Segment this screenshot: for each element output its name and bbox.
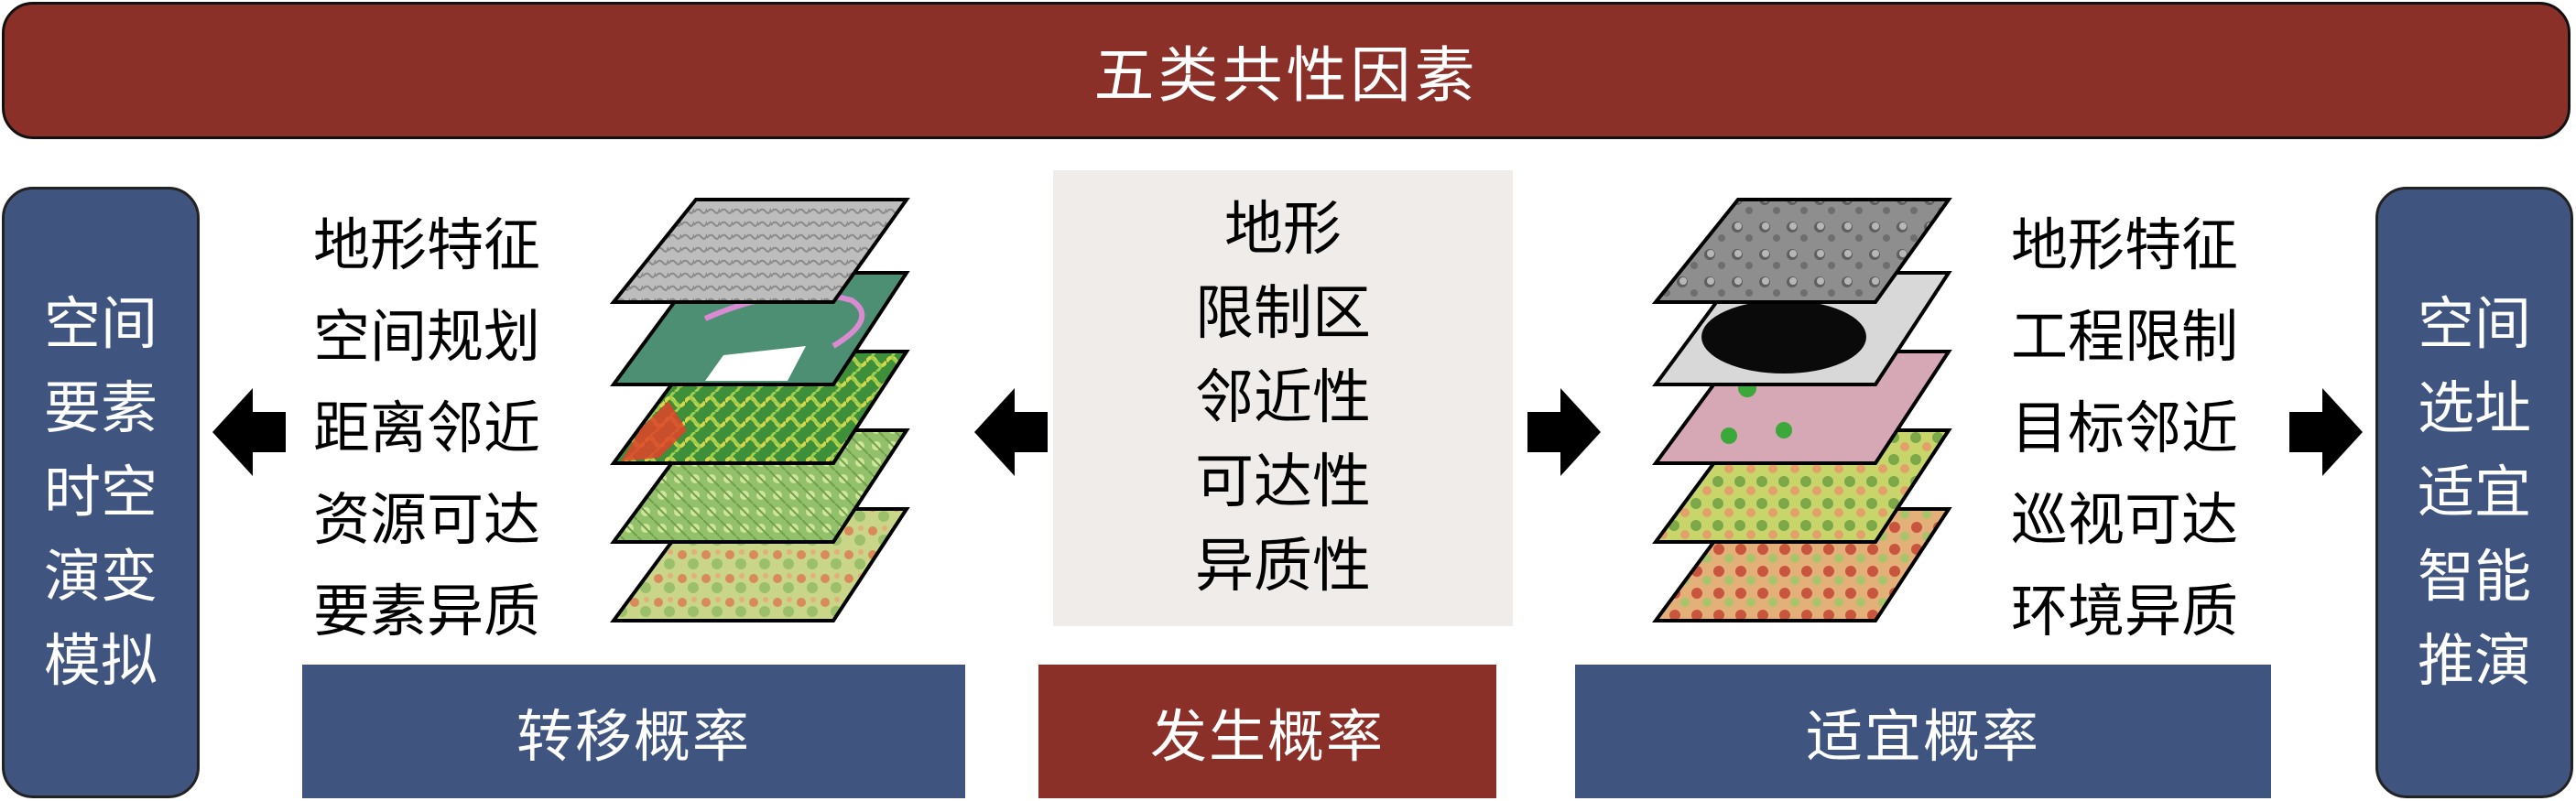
left-factor-list: 地形特征 空间规划 距离邻近 资源可达 要素异质 <box>313 200 570 657</box>
right-factor: 工程限制 <box>2011 303 2239 370</box>
left-box-line: 空间 <box>43 290 158 357</box>
left-factor: 资源可达 <box>313 486 541 553</box>
right-box-line: 选址 <box>2417 374 2531 441</box>
left-factor: 空间规划 <box>313 303 541 370</box>
right-box-line: 空间 <box>2417 290 2531 357</box>
left-box-line: 要素 <box>43 374 158 441</box>
right-factor: 巡视可达 <box>2011 486 2239 553</box>
center-factor: 异质性 <box>1195 533 1371 601</box>
header-title: 五类共性因素 <box>1093 40 1479 111</box>
left-factor: 地形特征 <box>313 211 541 278</box>
arrow-right-icon <box>1527 388 1601 476</box>
left-factor: 要素异质 <box>313 578 541 644</box>
left-box-line: 模拟 <box>43 627 158 694</box>
transfer-probability-label: 转移概率 <box>516 703 751 770</box>
arrow-right-icon <box>2289 388 2363 476</box>
right-box-line: 适宜 <box>2417 459 2531 525</box>
arrow-left-icon <box>974 388 1048 476</box>
lunar-layers-stack-icon <box>1647 190 1976 630</box>
suitability-probability-bar: 适宜概率 <box>1575 665 2271 798</box>
right-factor-list: 地形特征 工程限制 目标邻近 巡视可达 环境异质 <box>2011 200 2267 657</box>
suitability-probability-label: 适宜概率 <box>1805 703 2040 770</box>
left-box-line: 时空 <box>43 459 158 525</box>
occurrence-probability-bar: 发生概率 <box>1038 665 1496 798</box>
center-factor-panel: 地形 限制区 邻近性 可达性 异质性 <box>1053 170 1513 626</box>
left-box-line: 演变 <box>43 543 158 610</box>
header-banner: 五类共性因素 <box>2 2 2571 139</box>
right-box-line: 智能 <box>2417 543 2531 610</box>
right-box-line: 推演 <box>2417 627 2531 694</box>
center-factor: 地形 <box>1224 196 1342 264</box>
right-factor: 环境异质 <box>2011 578 2239 644</box>
land-layers-stack-icon <box>604 190 934 630</box>
right-factor: 目标邻近 <box>2011 395 2239 461</box>
right-factor: 地形特征 <box>2011 211 2239 278</box>
center-factor: 限制区 <box>1195 280 1371 348</box>
left-factor: 距离邻近 <box>313 395 541 461</box>
left-outcome-box: 空间 要素 时空 演变 模拟 <box>2 187 200 798</box>
center-factor: 邻近性 <box>1195 364 1371 432</box>
occurrence-probability-label: 发生概率 <box>1149 703 1385 770</box>
right-outcome-box: 空间 选址 适宜 智能 推演 <box>2375 187 2573 798</box>
arrow-left-icon <box>212 388 286 476</box>
center-factor: 可达性 <box>1195 449 1371 516</box>
transfer-probability-bar: 转移概率 <box>302 665 965 798</box>
